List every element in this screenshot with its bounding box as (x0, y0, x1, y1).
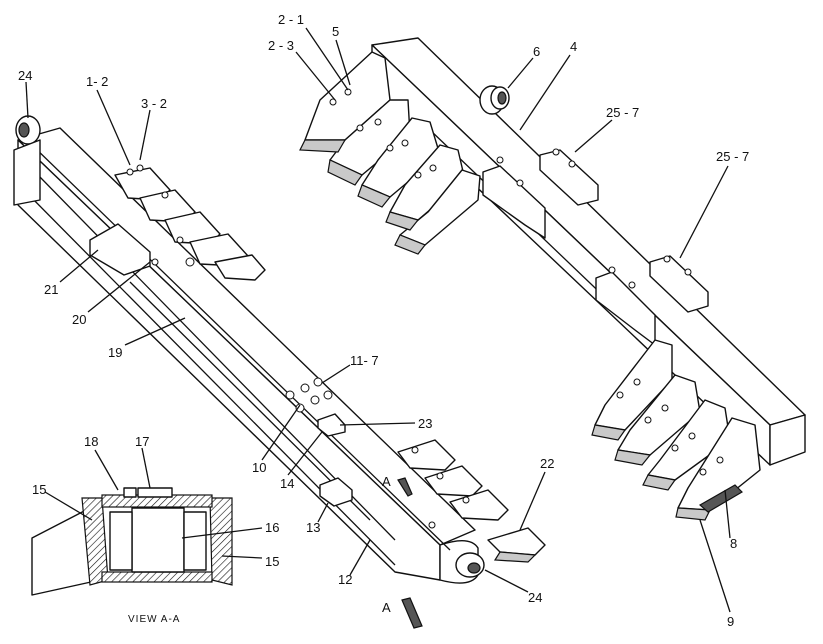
callout-25-7-b: 25 - 7 (716, 149, 749, 164)
callout-20: 20 (72, 312, 86, 327)
callout-18: 18 (84, 434, 98, 449)
callout-24-top: 24 (18, 68, 32, 83)
callout-15-right: 15 (265, 554, 279, 569)
lower-left-teeth (397, 439, 546, 563)
callout-15-left: 15 (32, 482, 46, 497)
callout-21: 21 (44, 282, 58, 297)
end-fitting-6 (479, 85, 510, 115)
lower-right-teeth (591, 339, 761, 521)
bolt-cluster-11-7 (285, 377, 333, 413)
section-arrow-lower (401, 597, 423, 629)
cover-plate-21 (89, 223, 151, 276)
callout-labels: 2 - 1 5 2 - 3 6 4 24 1- 2 3 - 2 25 - 7 2… (18, 12, 749, 629)
callout-8: 8 (730, 536, 737, 551)
clip-23 (317, 413, 346, 437)
callout-section-a-upper: A (382, 474, 391, 489)
right-beam-end (769, 414, 806, 466)
callout-10: 10 (252, 460, 266, 475)
callout-11-7: 11- 7 (350, 353, 379, 368)
callout-19: 19 (108, 345, 122, 360)
callout-12: 12 (338, 572, 352, 587)
bolt-set-right-beam (496, 148, 692, 289)
upper-right-teeth (299, 51, 481, 255)
callout-25-7-a: 25 - 7 (606, 105, 639, 120)
callout-24-bottom: 24 (528, 590, 542, 605)
section-arrow-upper (397, 477, 413, 497)
section-right-wall (209, 497, 233, 586)
section-core (131, 507, 185, 573)
clamp-block-2 (649, 255, 709, 313)
clamp-block-1 (539, 149, 599, 206)
callout-14: 14 (280, 476, 294, 491)
callout-4: 4 (570, 39, 577, 54)
section-bottom-plate (101, 571, 213, 583)
callout-22: 22 (540, 456, 554, 471)
bracket-upper (482, 165, 546, 239)
callout-5: 5 (332, 24, 339, 39)
callout-6: 6 (533, 44, 540, 59)
end-fitting-24-bottom (455, 552, 485, 578)
callout-section-a-lower: A (382, 600, 391, 615)
callout-16: 16 (265, 520, 279, 535)
leader-lines (25, 27, 731, 613)
right-blade-assembly (299, 37, 806, 521)
callout-13: 13 (306, 520, 320, 535)
callout-9: 9 (727, 614, 734, 629)
left-blade-assembly (13, 115, 546, 629)
callout-1-2: 1- 2 (86, 74, 108, 89)
callout-17: 17 (135, 434, 149, 449)
callout-23: 23 (418, 416, 432, 431)
upper-left-teeth (114, 164, 266, 281)
block-13 (319, 477, 353, 507)
section-bolt-head (137, 487, 173, 498)
callout-2-3: 2 - 3 (268, 38, 294, 53)
callout-3-2: 3 - 2 (141, 96, 167, 111)
callout-2-1: 2 - 1 (278, 12, 304, 27)
section-view-a-a (31, 487, 233, 596)
view-label: VIEW A-A (128, 614, 180, 625)
end-fitting-24-top (13, 115, 41, 206)
